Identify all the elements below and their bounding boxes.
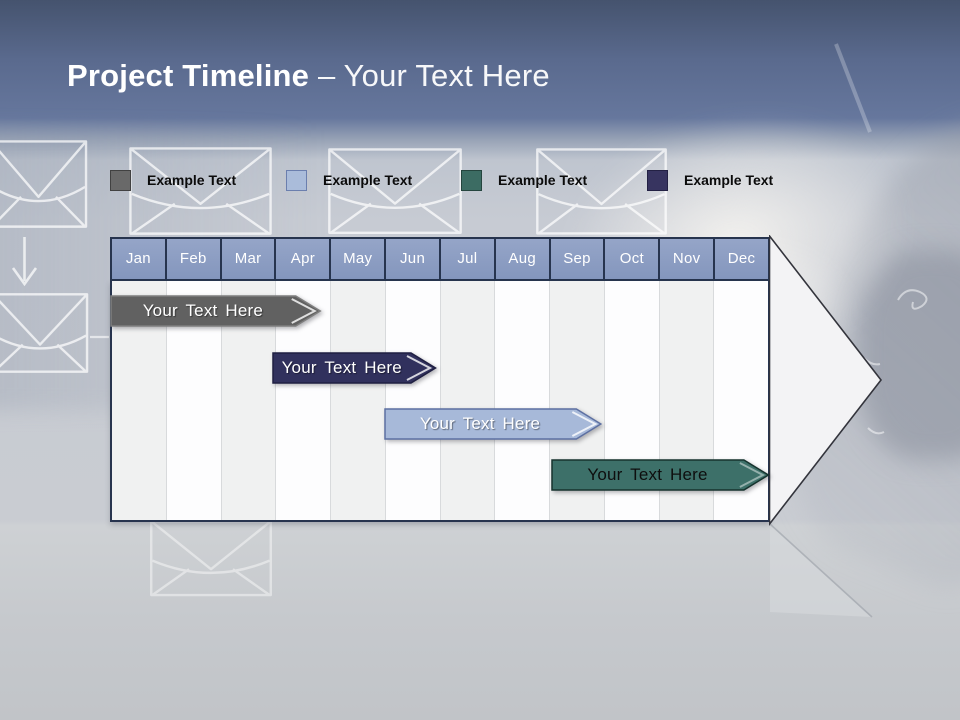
month-cell-sep: Sep	[548, 239, 604, 279]
timeline-bar-3: Your Text Here	[384, 408, 603, 440]
envelope-icon	[0, 292, 89, 374]
legend-swatch-2	[286, 170, 307, 191]
envelope-icon	[0, 139, 88, 229]
legend-label-2: Example Text	[323, 172, 413, 188]
month-cell-aug: Aug	[493, 239, 549, 279]
envelope-icon	[327, 147, 463, 235]
month-cell-mar: Mar	[219, 239, 275, 279]
month-cell-jun: Jun	[384, 239, 439, 279]
title-suffix: – Your Text Here	[317, 58, 550, 93]
month-cell-jan: Jan	[125, 250, 151, 267]
envelope-icon	[149, 519, 273, 597]
legend-swatch-4	[647, 170, 668, 191]
timeline-bar-1: Your Text Here	[110, 295, 322, 327]
month-cell-apr: Apr	[274, 239, 329, 279]
title-main: Project Timeline	[67, 58, 310, 93]
month-cell-jul: Jul	[438, 239, 494, 279]
down-arrow-icon	[11, 237, 38, 287]
envelope-icon	[128, 146, 273, 236]
grid-column-jul	[440, 281, 496, 520]
envelope-icon	[535, 147, 668, 236]
month-cell-dec: Dec	[713, 239, 768, 279]
timeline-bar-4: Your Text Here	[551, 459, 770, 491]
legend-label-4: Example Text	[684, 172, 774, 188]
legend-swatch-3	[461, 170, 482, 191]
grid-column-jun	[385, 281, 441, 520]
month-cell-oct: Oct	[603, 239, 658, 279]
timeline-bar-label-4: Your Text Here	[587, 465, 708, 484]
legend-swatch-1	[110, 170, 131, 191]
timeline-bar-label-2: Your Text Here	[281, 358, 402, 377]
month-cell-may: May	[329, 239, 384, 279]
timeline-bar-label-1: Your Text Here	[142, 301, 264, 320]
legend-label-3: Example Text	[498, 172, 588, 188]
month-cell-feb: Feb	[164, 239, 220, 279]
page-title: Project Timeline – Your Text Here	[67, 58, 550, 94]
grid-column-aug	[495, 281, 550, 520]
month-cell-nov: Nov	[658, 239, 713, 279]
arrow-reflection	[769, 523, 873, 618]
timeline-bar-2: Your Text Here	[272, 352, 438, 384]
grid-column-may	[331, 281, 386, 520]
timeline-arrowhead	[769, 235, 883, 526]
legend-label-1: Example Text	[147, 172, 237, 188]
timeline-bar-label-3: Your Text Here	[419, 414, 541, 433]
